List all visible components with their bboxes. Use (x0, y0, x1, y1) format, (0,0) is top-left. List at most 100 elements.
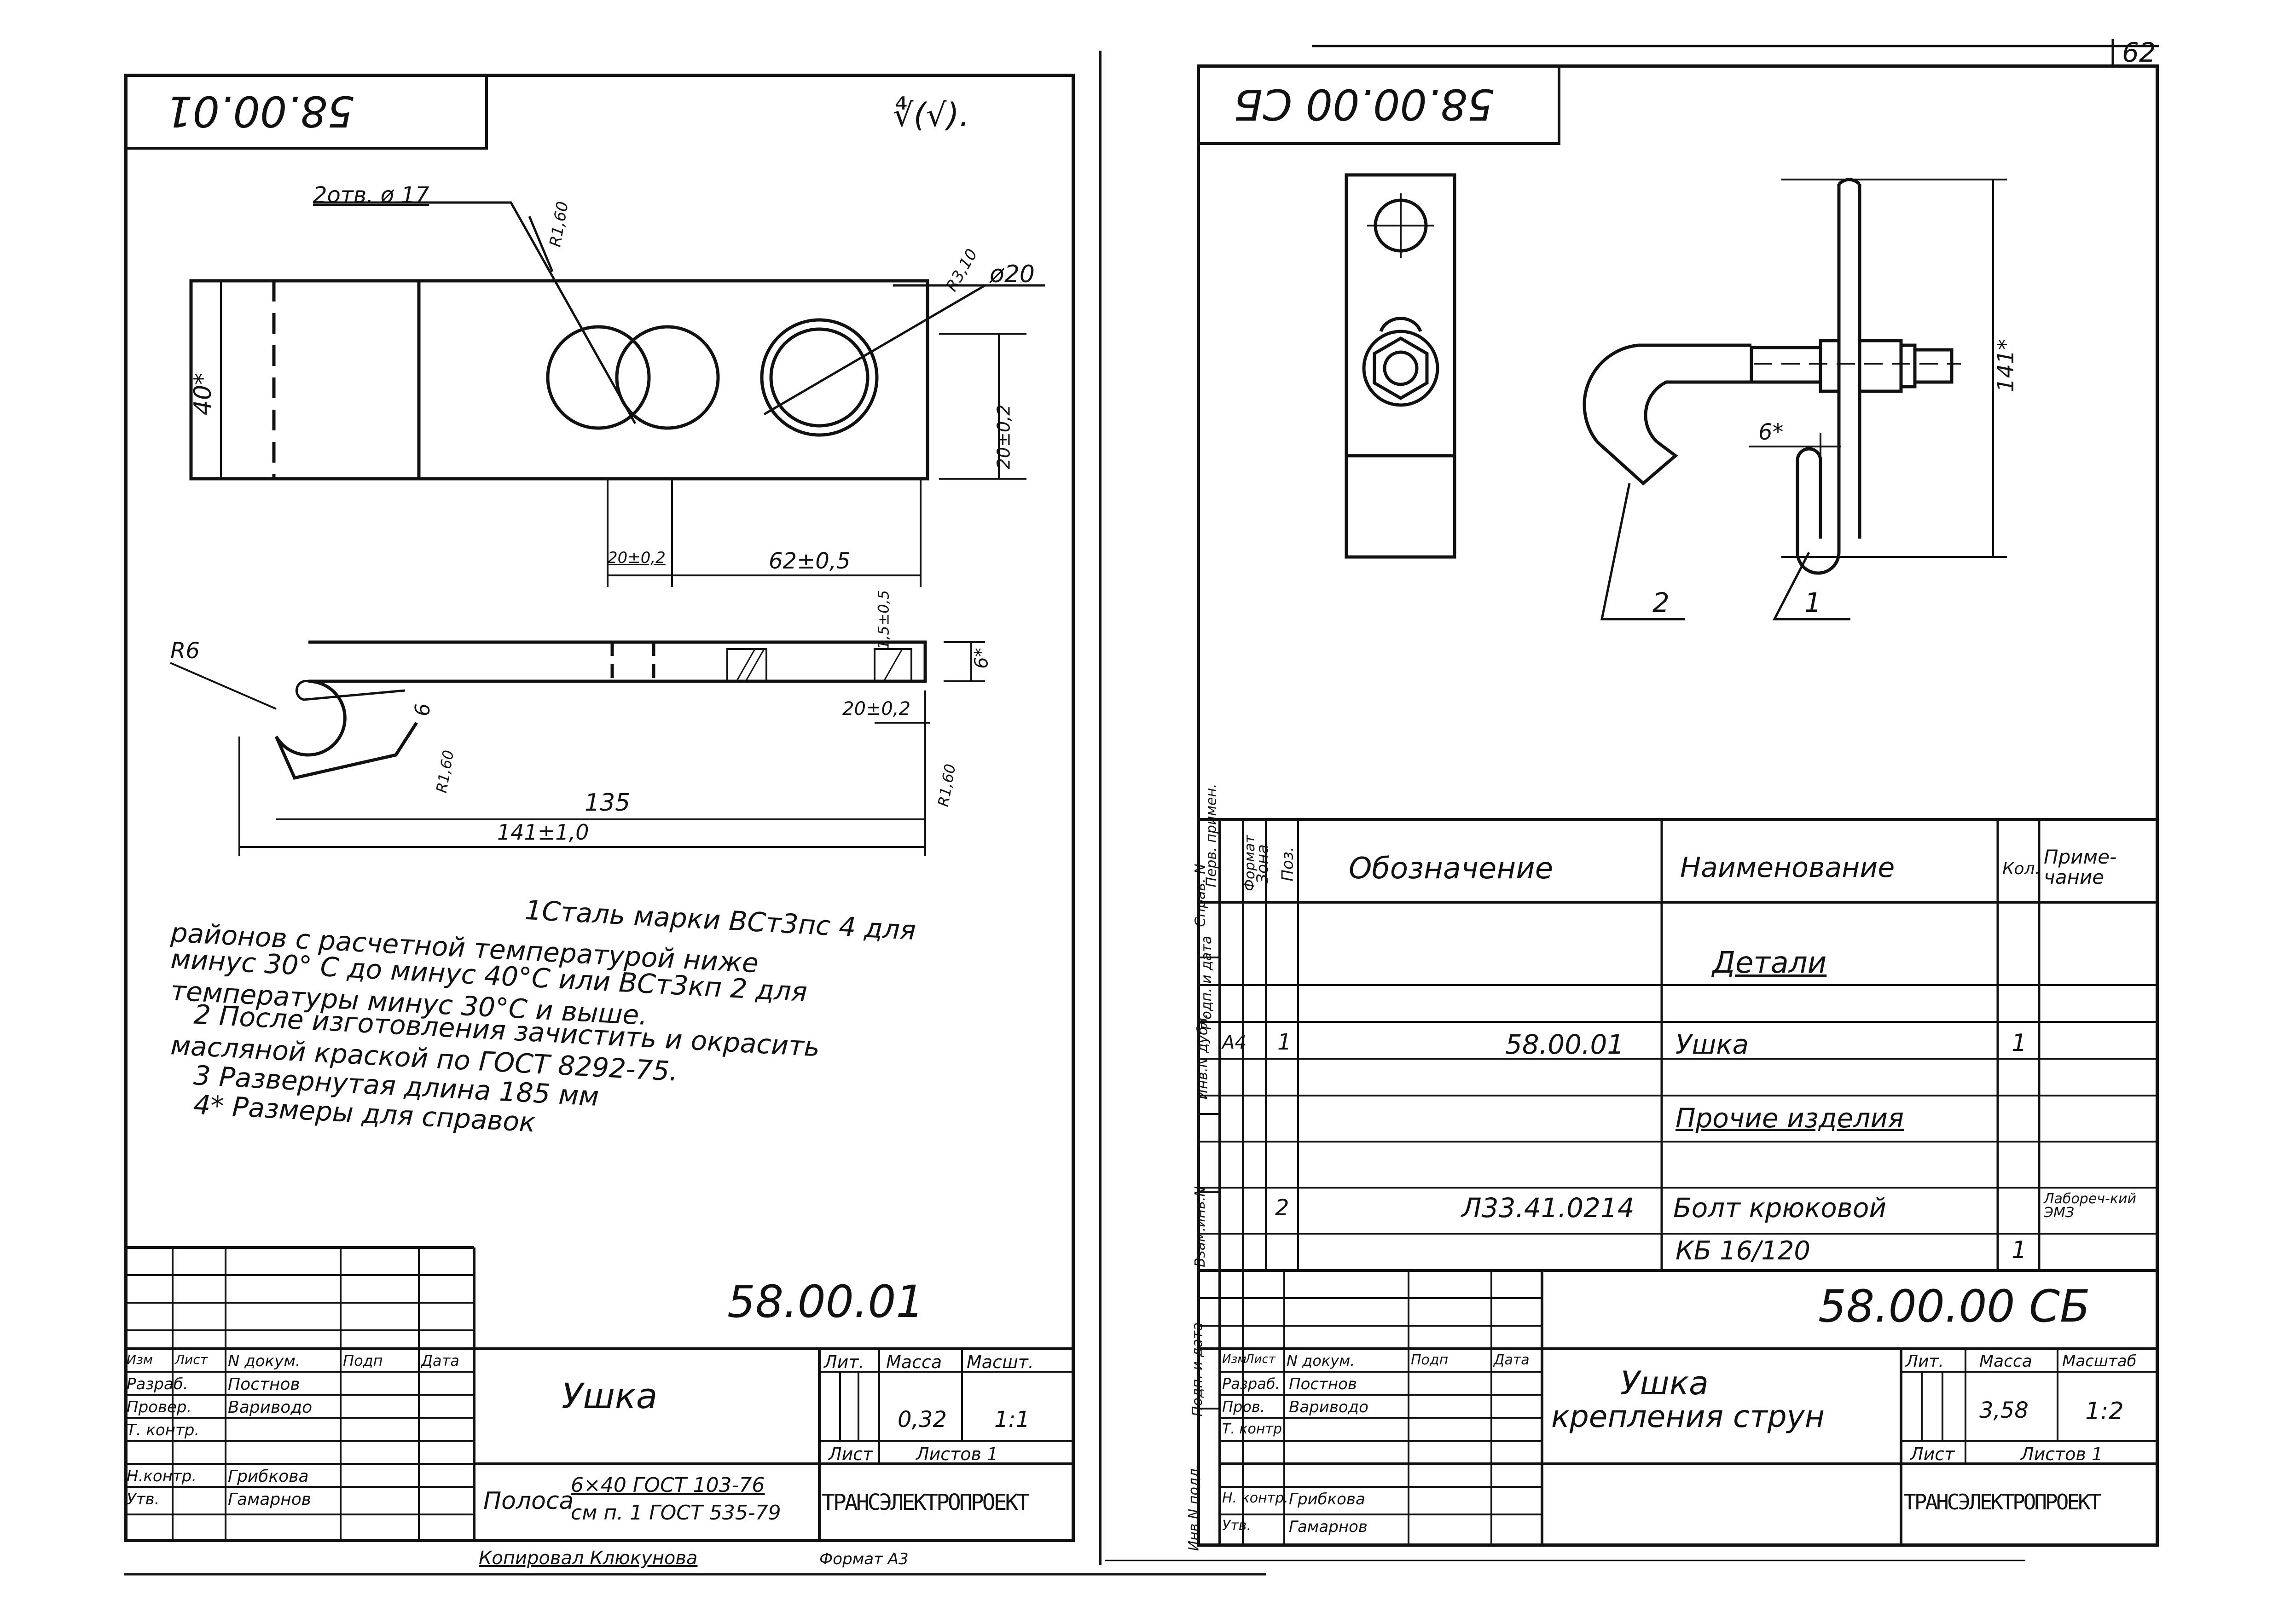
left-tb-name: Гамарнов (228, 1490, 311, 1509)
right-tb-col-list: Лист (1245, 1352, 1275, 1366)
right-mass-header: Масса (1979, 1352, 2032, 1371)
left-tb-role: Утв. (127, 1490, 160, 1508)
right-drawing-sheet (1197, 64, 2159, 1547)
left-tb-col-date: Дата (421, 1352, 459, 1369)
right-tb-col-izm: Изм (1222, 1352, 1246, 1366)
round-hole-outer (760, 318, 879, 437)
right-org: ТРАНСЭЛЕКТРОПРОЕКТ (1903, 1490, 2101, 1514)
slot-hole-left (546, 325, 651, 430)
hook-bolt-body (1583, 343, 1751, 486)
left-material-line2: см п. 1 ГОСТ 535-79 (571, 1501, 781, 1525)
left-scale-header: Масшт. (967, 1352, 1034, 1372)
left-doc-code: 58.00.01 (727, 1276, 924, 1328)
spec-header-name: Наименование (1680, 852, 1895, 884)
spec-row-pos: 1 (1277, 1029, 1292, 1055)
left-tb-name: Вариводо (228, 1398, 313, 1417)
right-tb-role: Т. контр. (1222, 1421, 1287, 1437)
spec-header-note: Приме-чание (2044, 846, 2117, 889)
right-tb-role: Пров. (1222, 1398, 1265, 1415)
spec-row-section: Детали (1712, 946, 1827, 980)
dim-dia20: ø20 (990, 261, 1035, 288)
spec-row-designation: 58.00.01 (1505, 1029, 1624, 1060)
spec-row-name: Ушка (1675, 1029, 1749, 1060)
left-part-name: Ушка (562, 1375, 658, 1416)
spec-row-name: Болт крюковой (1673, 1192, 1887, 1224)
nut-hex (1373, 336, 1429, 400)
page-number: 62 (2122, 37, 2156, 68)
right-tb-role: Разраб. (1222, 1375, 1280, 1392)
slot-hole-right (615, 325, 720, 430)
spec-row-format: А4 (1222, 1032, 1246, 1053)
left-org: ТРАНСЭЛЕКТРОПРОЕКТ (822, 1490, 1030, 1515)
left-tb-col-sign: Подп (343, 1352, 383, 1369)
left-tb-role: Т. контр. (127, 1421, 200, 1439)
right-name-line2: крепления струн (1551, 1399, 1825, 1434)
dim-d62: 62±0,5 (769, 548, 851, 574)
left-sheet-label: Лист (829, 1444, 873, 1464)
left-scale: 1:1 (994, 1407, 1030, 1433)
left-material-line1: 6×40 ГОСТ 103-76 (571, 1473, 765, 1497)
right-mass: 3,58 (1979, 1398, 2029, 1423)
left-material-prefix: Полоса (483, 1487, 574, 1515)
spec-row-qty: 1 (2012, 1029, 2027, 1057)
left-tb-name: Грибкова (228, 1467, 309, 1486)
left-tb-role: Н.контр. (127, 1467, 197, 1485)
right-tb-col-date: Дата (1494, 1352, 1530, 1368)
right-stamp-box (1197, 64, 1560, 145)
hook-side-profile (274, 640, 927, 780)
footer-format: Формат А3 (819, 1550, 909, 1568)
left-sheets-label: Листов 1 (916, 1444, 998, 1464)
plate-plan-outline (189, 279, 929, 481)
callout-1: 1 (1804, 587, 1821, 618)
right-sheets-label: Листов 1 (2021, 1444, 2103, 1464)
right-tb-col-sign: Подп (1411, 1352, 1449, 1368)
right-tb-name: Постнов (1289, 1375, 1357, 1393)
left-lit-header: Лит. (824, 1352, 864, 1372)
left-tb-role: Разраб. (127, 1375, 188, 1393)
left-mass: 0,32 (898, 1407, 947, 1433)
left-tb-col-izm: Изм (127, 1352, 153, 1367)
spec-row-pos: 2 (1275, 1195, 1289, 1221)
footer-copied-by: Копировал Клюкунова (479, 1548, 698, 1569)
left-stamp-box (124, 74, 488, 150)
bolt-washer (1362, 330, 1439, 407)
right-tb-col-doc: N докум. (1287, 1352, 1355, 1369)
left-tb-col-doc: N докум. (228, 1352, 301, 1370)
dim-r6: R6 (170, 638, 200, 664)
dim-len135: 135 (585, 789, 631, 817)
dim-d-small: 20±0,2 (608, 549, 666, 567)
right-tb-name: Гамарнов (1289, 1518, 1368, 1536)
spec-row-name: КБ 16/120 (1675, 1236, 1810, 1266)
spec-row-note: Лабореч-кий ЭМЗ (2044, 1191, 2136, 1221)
dim-len141: 141±1,0 (497, 820, 589, 845)
plate-front-view (1345, 173, 1456, 559)
callout-2: 2 (1652, 587, 1670, 618)
left-tb-col-list: Лист (175, 1352, 208, 1367)
spec-row-designation: Л33.41.0214 (1461, 1192, 1635, 1224)
left-tb-role: Провер. (127, 1398, 192, 1416)
left-mass-header: Масса (886, 1352, 942, 1372)
dim-6: 6* (1758, 419, 1784, 445)
spec-row-qty: 1 (2012, 1236, 2027, 1264)
right-scale-header: Масштаб (2062, 1352, 2137, 1370)
right-tb-role: Н. контр. (1222, 1490, 1288, 1506)
right-tb-name: Грибкова (1289, 1490, 1365, 1508)
right-sheet-label: Лист (1910, 1444, 1955, 1464)
right-tb-role: Утв. (1222, 1518, 1251, 1534)
spec-row-section: Прочие изделия (1675, 1102, 1904, 1134)
right-tb-name: Вариводо (1289, 1398, 1368, 1416)
left-drawing-sheet (124, 74, 1075, 1542)
right-scale: 1:2 (2085, 1398, 2124, 1425)
left-tb-name: Постнов (228, 1375, 300, 1394)
roughness-mark: ∜(√). (893, 96, 970, 134)
spec-header-qty: Кол. (2002, 859, 2041, 878)
round-hole-inner (769, 327, 870, 428)
spec-header-designation: Обозначение (1349, 852, 1554, 886)
right-name-line1: Ушка (1620, 1364, 1709, 1402)
dim-w20b: 20±0,2 (842, 698, 911, 719)
